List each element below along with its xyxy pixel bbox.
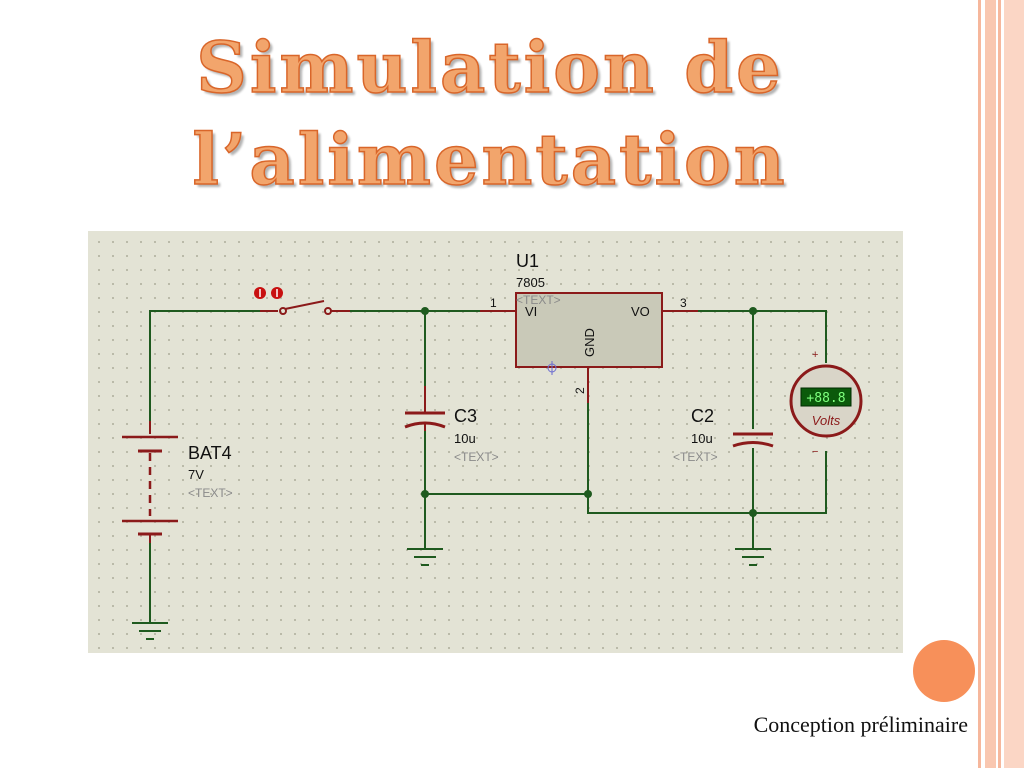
stripe-thin-2: [998, 0, 1001, 768]
toggle-switch-icon[interactable]: [254, 287, 350, 315]
battery-name: BAT4: [188, 443, 232, 463]
pin-number-in: 1: [490, 296, 497, 310]
regulator-name: U1: [516, 251, 539, 271]
stripe-thin-1: [978, 0, 981, 768]
junction-dot: [749, 509, 757, 517]
circuit-schematic: BAT4 7V <TEXT> U1 7805 <TEXT> VI VO GND …: [88, 231, 903, 653]
voltmeter[interactable]: [789, 311, 863, 438]
ground-icon: [407, 548, 443, 566]
wire-top-left: [149, 310, 260, 421]
capacitor-c2-text: <TEXT>: [673, 450, 718, 464]
capacitor-c3-value: 10u: [454, 431, 476, 446]
wire-top-right: [698, 310, 827, 349]
regulator-pin-out: VO: [631, 304, 650, 319]
stripe-wide: [985, 0, 996, 768]
regulator-value: 7805: [516, 275, 545, 290]
ground-icon: [735, 548, 771, 566]
slide-footer: Conception préliminaire: [753, 712, 968, 737]
schematic-svg: BAT4 7V <TEXT> U1 7805 <TEXT> VI VO GND …: [122, 251, 863, 640]
voltmeter-unit: Volts: [812, 413, 841, 428]
capacitor-c3-text: <TEXT>: [454, 450, 499, 464]
ground-icon: [132, 622, 168, 640]
capacitor-c2-value: 10u: [691, 431, 713, 446]
capacitor-c2-name: C2: [691, 406, 714, 426]
regulator-pin-in: VI: [525, 304, 537, 319]
capacitor-c3[interactable]: [404, 386, 446, 431]
regulator-pin-gnd: GND: [582, 328, 597, 357]
battery-value: 7V: [188, 467, 204, 482]
junction-dot: [421, 490, 429, 498]
regulator-text: <TEXT>: [516, 293, 561, 307]
regulator-u1[interactable]: [515, 292, 663, 368]
capacitor-c3-name: C3: [454, 406, 477, 426]
component-leads: [480, 310, 698, 403]
pin-number-out: 3: [680, 296, 687, 310]
pin-number-gnd: 2: [573, 387, 587, 394]
junction-dot: [421, 307, 429, 315]
decorative-circle: [913, 640, 975, 702]
junction-dot: [749, 307, 757, 315]
voltmeter-reading: +88.8: [806, 391, 845, 406]
voltmeter-plus: +: [812, 349, 818, 361]
wires: [149, 310, 827, 623]
wire-gnd-return: [587, 403, 827, 514]
battery-text: <TEXT>: [188, 486, 233, 500]
origin-marker-icon: [547, 361, 557, 375]
title-line-1: Simulation de: [196, 25, 784, 110]
junctions: [421, 307, 757, 517]
title-line-2: l’alimentation: [192, 117, 788, 202]
capacitor-c2[interactable]: [732, 432, 774, 448]
battery-bat4[interactable]: [122, 421, 178, 543]
voltmeter-minus: −: [812, 446, 818, 458]
junction-dot: [584, 490, 592, 498]
slide-title: Simulation de l’alimentation: [140, 22, 840, 206]
stripe-wide-2: [1004, 0, 1024, 768]
